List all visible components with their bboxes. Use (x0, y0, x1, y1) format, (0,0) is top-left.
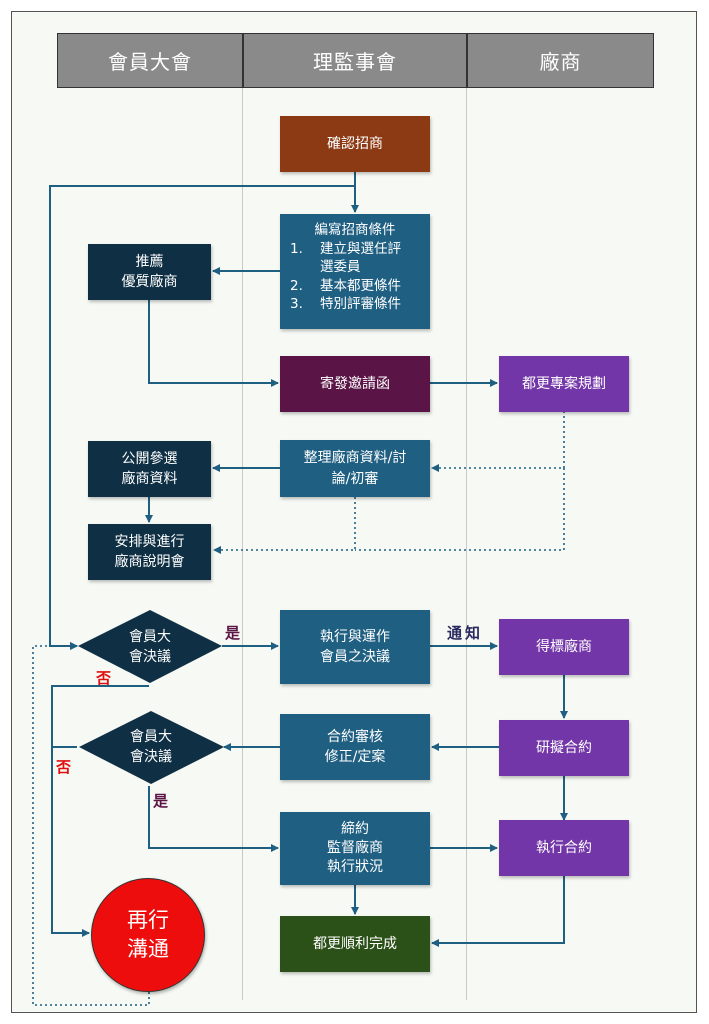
organize-review-box: 整理廠商資料/討 論/初審 (280, 440, 430, 497)
list-item: 3. 特別評審條件 (290, 295, 401, 313)
yes-label: 是 (225, 624, 241, 642)
send-invitation-box: 寄發邀請函 (280, 356, 430, 412)
execute-line: 會員之決議 (320, 649, 390, 665)
list-text: 特別評審條件 (320, 295, 401, 312)
organize-line: 整理廠商資料/討 (303, 450, 407, 467)
execute-contract-label: 執行合約 (536, 839, 592, 856)
decision1-text: 會員大 會決議 (108, 625, 192, 669)
recommunicate-circle: 再行 溝通 (91, 878, 205, 992)
send-invitation-label: 寄發邀請函 (320, 375, 390, 392)
publish-line: 廠商資料 (121, 471, 178, 487)
list-number: 2. (290, 277, 303, 294)
lane-divider (242, 88, 243, 1000)
publish-candidates-box: 公開參選 廠商資料 (88, 441, 211, 497)
publish-line: 公開參選 (121, 450, 178, 467)
list-number: 1. (290, 241, 303, 258)
no-label: 否 (96, 669, 112, 687)
vendor-project-plan-label: 都更專案規劃 (522, 375, 606, 392)
draft-contract-box: 研擬合約 (499, 720, 629, 776)
decision2-text: 會員大 會決議 (109, 725, 193, 769)
sign-supervise-box: 締約 監督廠商 執行狀況 (280, 812, 430, 885)
lane-header-vendor: 廠商 (467, 33, 654, 88)
recommend-line: 推薦 (135, 253, 164, 270)
winning-vendor-box: 得標廠商 (499, 619, 629, 675)
lane-header-board: 理監事會 (243, 33, 467, 88)
contract-review-line: 合約審核 (327, 728, 383, 745)
lane-header-members: 會員大會 (57, 33, 243, 88)
confirm-recruitment-label: 確認招商 (327, 135, 383, 152)
decision2-diamond (79, 711, 224, 784)
list-number: 3. (290, 295, 303, 312)
decision1-line: 會員大 (129, 628, 171, 645)
recommunicate-line: 再行 (127, 907, 169, 932)
renewal-complete-box: 都更順利完成 (280, 916, 430, 972)
organize-line: 論/初審 (331, 470, 379, 487)
recommend-vendors-box: 推薦 優質廠商 (88, 244, 211, 300)
yes-label: 是 (153, 792, 169, 810)
renewal-complete-label: 都更順利完成 (313, 935, 397, 952)
list-text: 基本都更條件 (320, 277, 401, 294)
sign-line: 監督廠商 (327, 840, 383, 857)
draft-conditions-title: 編寫招商條件 (314, 222, 396, 238)
no-label: 否 (56, 758, 72, 776)
draft-contract-label: 研擬合約 (536, 739, 592, 756)
briefing-line: 安排與進行 (114, 533, 185, 550)
recommunicate-line: 溝通 (127, 937, 169, 961)
winning-vendor-label: 得標廠商 (536, 638, 592, 655)
briefing-session-box: 安排與進行 廠商說明會 (88, 524, 211, 580)
briefing-line: 廠商說明會 (114, 554, 185, 570)
list-text: 建立與選任評 (320, 241, 401, 258)
decision1-line: 會決議 (129, 649, 171, 665)
sign-line: 締約 (341, 821, 369, 838)
list-item: 2. 基本都更條件 (290, 277, 401, 295)
vendor-project-plan-box: 都更專案規劃 (499, 356, 629, 412)
decision2-line: 會員大 (130, 728, 172, 745)
execute-resolution-box: 執行與運作 會員之決議 (280, 610, 430, 684)
contract-review-box: 合約審核 修正/定案 (280, 714, 430, 780)
notify-label: 通知 (447, 624, 484, 642)
confirm-recruitment-box: 確認招商 (280, 116, 430, 172)
recommend-line: 優質廠商 (121, 274, 178, 290)
execute-line: 執行與運作 (320, 628, 390, 645)
draft-conditions-box: 編寫招商條件 1. 建立與選任評 選委員 2. 基本都更條件 3. 特別評審條件 (280, 214, 430, 329)
list-item: 選委員 (290, 258, 361, 276)
execute-contract-box: 執行合約 (499, 820, 629, 876)
contract-review-line: 修正/定案 (324, 749, 386, 765)
lane-divider (466, 88, 467, 1000)
decision2-line: 會決議 (130, 749, 172, 765)
list-number (290, 258, 320, 276)
sign-line: 執行狀況 (327, 858, 383, 875)
decision1-diamond (78, 610, 222, 683)
list-text: 選委員 (320, 259, 361, 276)
list-item: 1. 建立與選任評 (290, 240, 401, 258)
